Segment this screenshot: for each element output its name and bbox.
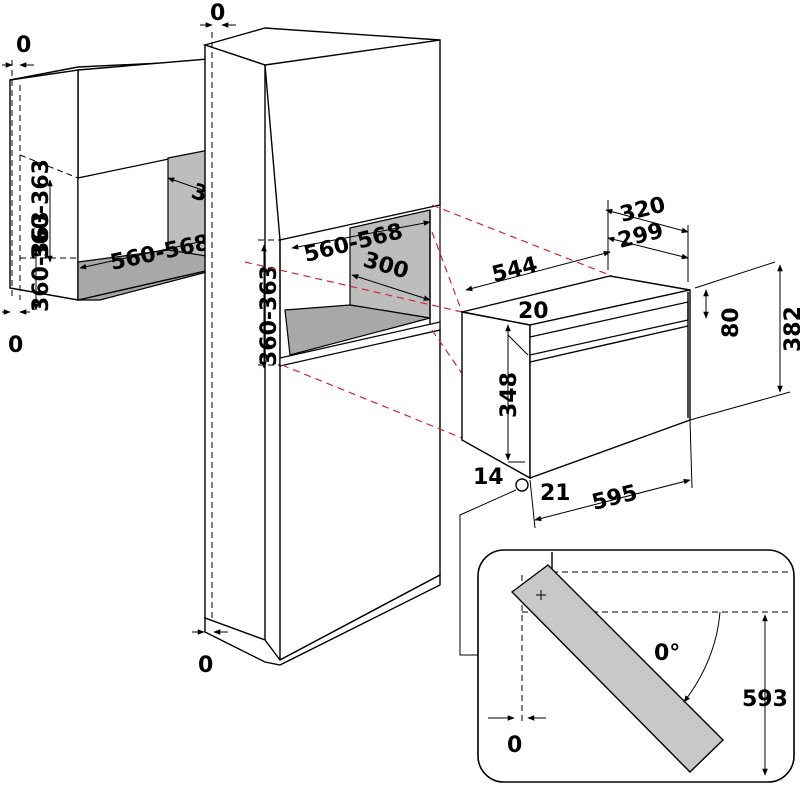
tall-gap-top-label: 0 bbox=[210, 1, 225, 26]
door-height-label: 593 bbox=[742, 687, 788, 712]
tall-gap-bottom-label: 0 bbox=[198, 653, 213, 678]
tall-cabinet: 0 0 560-568 300 360-363 bbox=[192, 1, 441, 678]
wall-height-back-label: 360-363 bbox=[29, 211, 54, 312]
oven-appliance: 320 299 544 20 348 80 382 14 21 595 bbox=[459, 192, 800, 656]
door-angle-label: 0° bbox=[654, 641, 680, 666]
appliance-height-total-label: 382 bbox=[781, 306, 800, 352]
appliance-bottom-offset-label: 14 bbox=[473, 465, 504, 490]
tall-height-label: 360-363 bbox=[257, 265, 282, 366]
door-detail-panel: 0° 593 0 bbox=[477, 549, 795, 783]
appliance-width-body-label: 544 bbox=[489, 252, 540, 287]
appliance-panel-top-label: 20 bbox=[518, 299, 549, 324]
appliance-width-total-label: 595 bbox=[589, 480, 640, 515]
appliance-height-body-label: 348 bbox=[497, 372, 522, 418]
wall-gap-bottom-label: 0 bbox=[8, 333, 23, 358]
wall-gap-top-label: 0 bbox=[16, 33, 31, 58]
appliance-frame-offset-label: 21 bbox=[540, 481, 571, 506]
wall-height-front-label: 360-363 bbox=[29, 159, 54, 260]
appliance-panel-height-label: 80 bbox=[719, 307, 744, 338]
door-gap-label: 0 bbox=[507, 733, 522, 758]
